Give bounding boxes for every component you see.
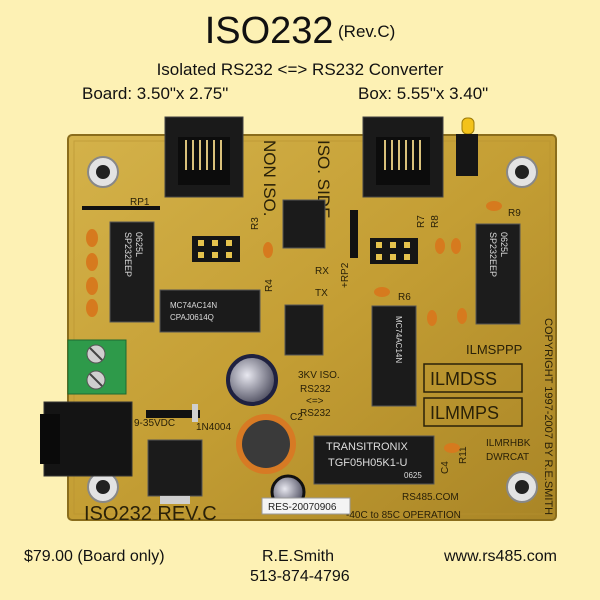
silk-r7: R7 bbox=[416, 215, 427, 228]
transformer-part: TGF05H05K1-U bbox=[328, 457, 408, 469]
silk-rp2: +RP2 bbox=[340, 262, 351, 288]
transformer-brand: TRANSITRONIX bbox=[326, 441, 409, 453]
chip-left-code: 0625L bbox=[134, 232, 144, 257]
contact-phone: 513-874-4796 bbox=[250, 568, 350, 585]
capacitor-bank-left-icon bbox=[86, 229, 98, 317]
silk-ilmrhbk: ILMRHBK bbox=[486, 438, 531, 449]
silk-dwrcat: DWRCAT bbox=[486, 452, 529, 463]
chip-iso-label: MC74AC14N bbox=[394, 316, 403, 363]
rj-connector-left-icon bbox=[164, 116, 244, 198]
silk-r8: R8 bbox=[430, 215, 441, 228]
product-subtitle: Isolated RS232 <=> RS232 Converter bbox=[156, 60, 444, 79]
silk-board-name: ISO232 REV.C bbox=[84, 503, 217, 525]
mounting-hole-icon bbox=[87, 156, 119, 188]
rj-connector-right-icon bbox=[362, 116, 444, 198]
silk-ilmsppp: ILMSPPP bbox=[466, 342, 522, 357]
serial-label-text: RES-20070906 bbox=[268, 502, 337, 513]
silk-tx: TX bbox=[315, 288, 328, 299]
silk-iso-block-2: RS232 bbox=[300, 384, 331, 395]
price: $79.00 (Board only) bbox=[24, 548, 165, 565]
silk-operation: -40C to 85C OPERATION bbox=[346, 510, 461, 521]
chip-iso-small-icon bbox=[284, 304, 324, 356]
electrolytic-capacitor-icon bbox=[226, 354, 278, 406]
regulator-icon bbox=[147, 439, 203, 504]
product-revision: (Rev.C) bbox=[338, 22, 396, 41]
serial-label: RES-20070906 bbox=[261, 497, 351, 515]
chip-left-label: SP232EEP bbox=[123, 232, 133, 277]
chip-center-label: MC74AC14N bbox=[170, 301, 217, 310]
silk-vin: 9-35VDC bbox=[134, 418, 175, 429]
silk-diode: 1N4004 bbox=[196, 422, 231, 433]
box-size: Box: 5.55"x 3.40" bbox=[358, 84, 489, 103]
silk-ilmmps: ILMMPS bbox=[430, 403, 499, 423]
contact-name: R.E.Smith bbox=[262, 548, 335, 565]
silk-r3: R3 bbox=[250, 217, 261, 230]
board-size: Board: 3.50"x 2.75" bbox=[82, 84, 229, 103]
silk-rp1: RP1 bbox=[130, 197, 150, 208]
dc-jack-icon bbox=[40, 401, 133, 477]
silk-r9: R9 bbox=[508, 208, 521, 219]
silk-iso-side: ISO. SIDE bbox=[314, 140, 333, 218]
terminal-block-icon bbox=[67, 339, 127, 395]
chip-left-icon: SP232EEP 0625L bbox=[109, 221, 155, 323]
mounting-hole-icon bbox=[87, 471, 119, 503]
mounting-hole-icon bbox=[506, 471, 538, 503]
silk-r11: R11 bbox=[458, 446, 469, 464]
chip-iso-icon: MC74AC14N bbox=[371, 305, 417, 407]
silk-c2: C2 bbox=[290, 412, 303, 423]
jumper-header-right-icon bbox=[370, 238, 418, 264]
transformer-icon: TRANSITRONIX TGF05H05K1-U 0625 bbox=[313, 435, 435, 485]
transformer-code: 0625 bbox=[404, 471, 422, 480]
silk-copyright: COPYRIGHT 1997-2007 BY R.E.SMITH bbox=[542, 318, 554, 515]
chip-right-label: SP232EEP bbox=[488, 232, 498, 277]
silk-ilmdss: ILMDSS bbox=[430, 369, 497, 389]
chip-optocoupler-icon bbox=[282, 199, 326, 249]
jumper-header-left-icon bbox=[192, 236, 240, 262]
header-title: ISO232 (Rev.C) bbox=[0, 10, 600, 53]
silk-rs485: RS485.COM bbox=[402, 492, 459, 503]
chip-right-code: 0625L bbox=[499, 232, 509, 257]
chip-right-icon: SP232EEP 0625L bbox=[475, 223, 521, 325]
silk-iso-block-4: RS232 bbox=[300, 408, 331, 419]
website-link[interactable]: www.rs485.com bbox=[444, 548, 557, 565]
chip-center-code: CPAJ0614Q bbox=[170, 313, 214, 322]
silk-r4: R4 bbox=[264, 279, 275, 292]
silk-iso-block: 3KV ISO. bbox=[298, 370, 340, 381]
chip-center-icon: MC74AC14N CPAJ0614Q bbox=[159, 289, 261, 333]
product-name: ISO232 bbox=[204, 10, 334, 52]
silk-non-iso: NON ISO. bbox=[260, 140, 279, 217]
silk-r6: R6 bbox=[398, 292, 411, 303]
mounting-hole-icon bbox=[506, 156, 538, 188]
inductor-icon bbox=[236, 414, 296, 474]
silk-rx: RX bbox=[315, 266, 329, 277]
silk-iso-block-3: <=> bbox=[306, 396, 324, 407]
silk-c4: C4 bbox=[440, 461, 451, 474]
led-icon bbox=[456, 117, 478, 176]
